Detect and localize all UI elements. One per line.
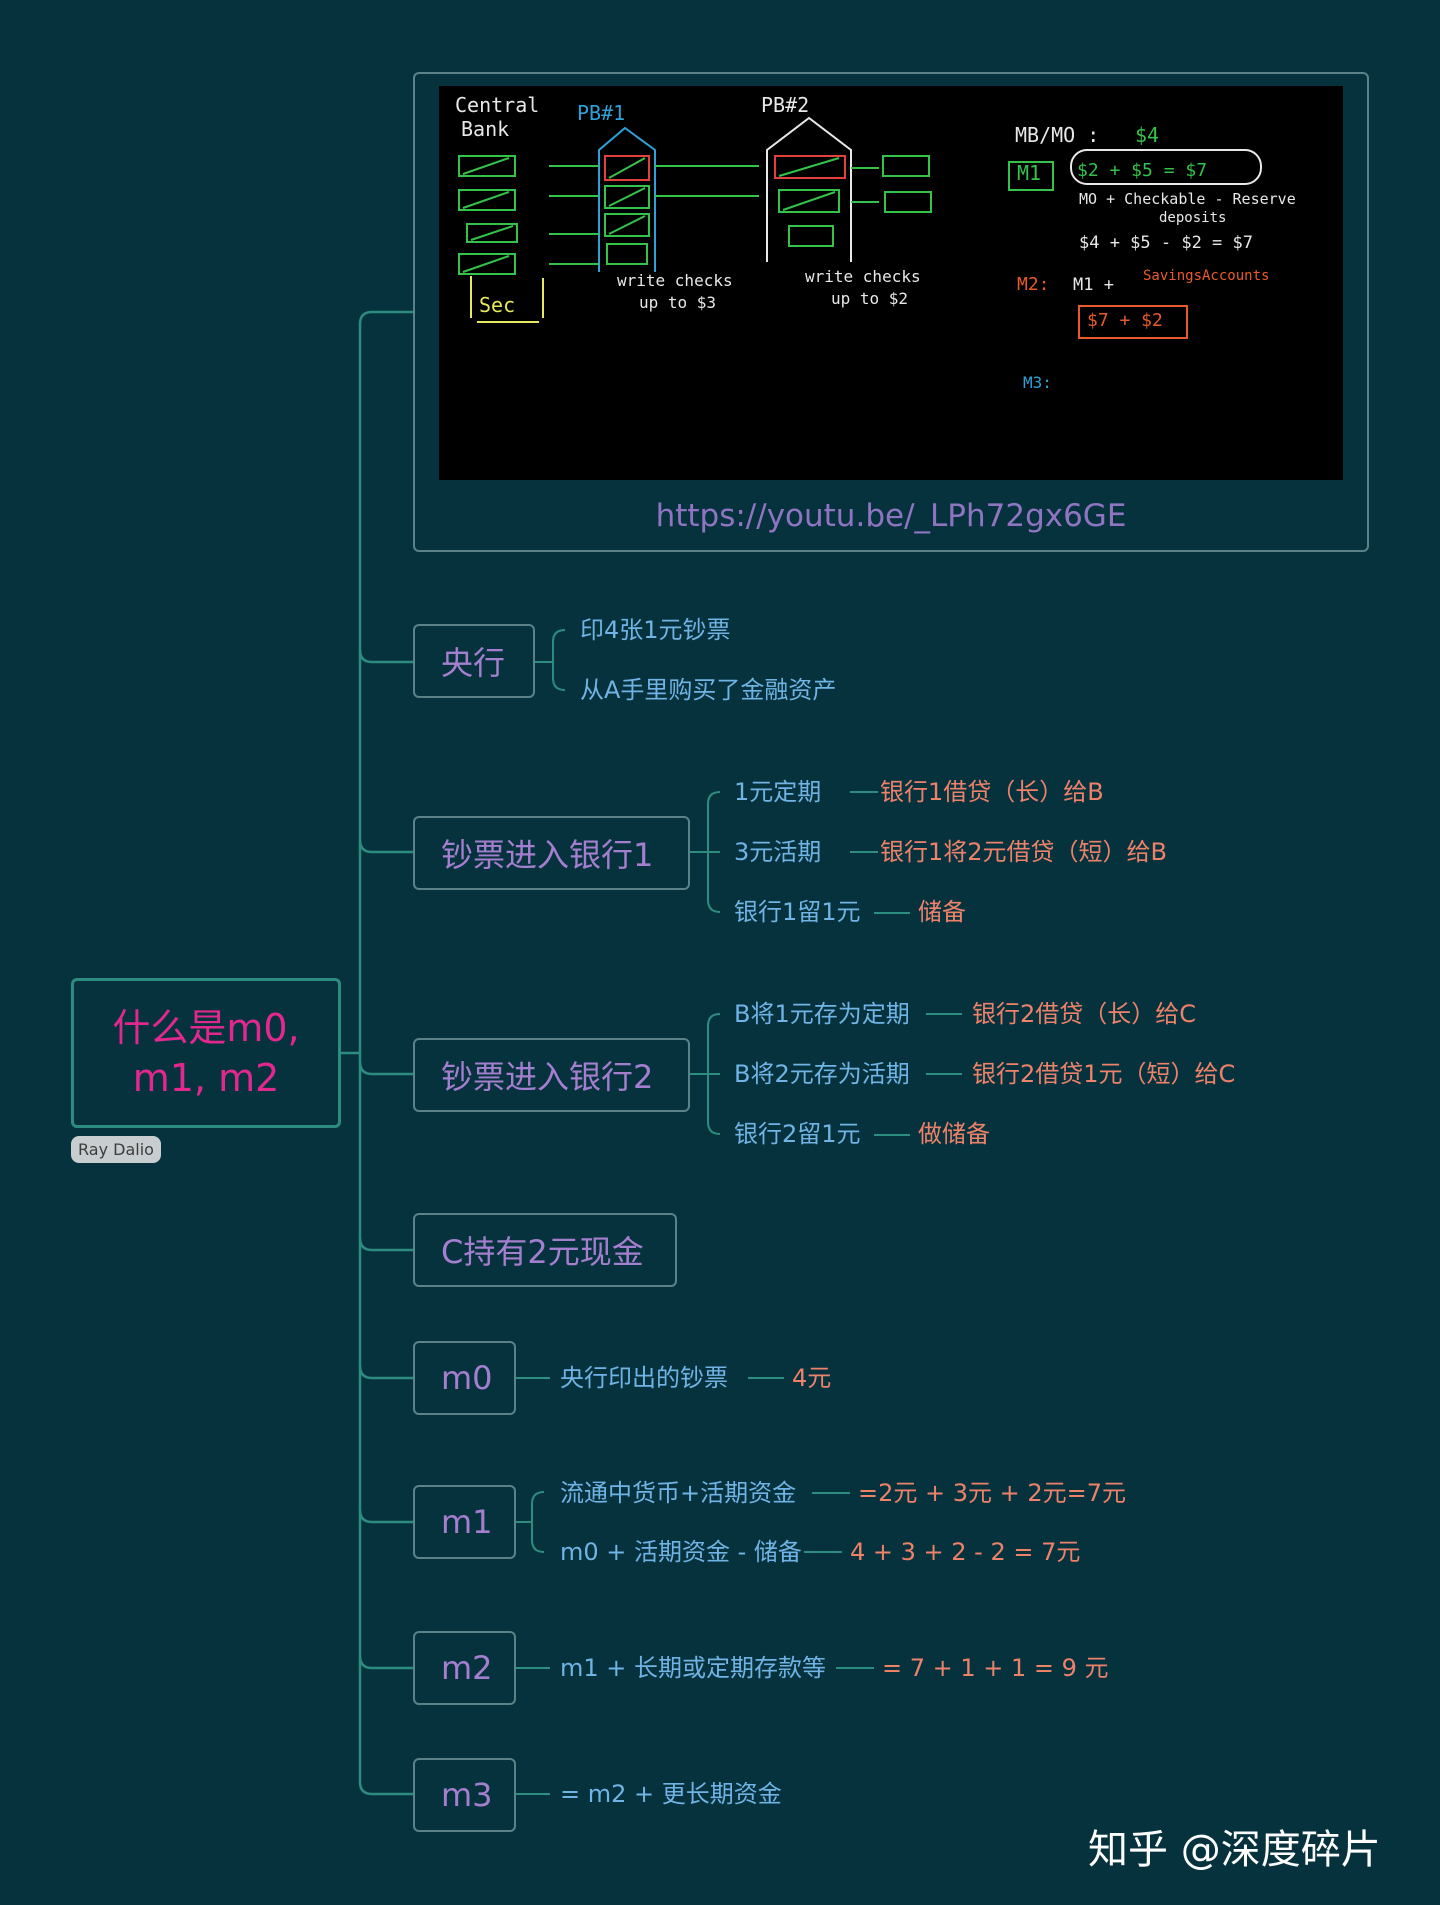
board-central-bank-line1: Central (455, 93, 539, 117)
node-m3[interactable]: m3 (413, 1758, 516, 1832)
bank1-row3-left: 银行1留1元 (734, 898, 861, 926)
board-note1-line1: write checks (617, 271, 733, 290)
board-note2-line1: write checks (805, 267, 921, 286)
node-central-bank[interactable]: 央行 (413, 624, 535, 698)
board-m2-label: M2: (1017, 274, 1050, 295)
board-central-bank-line2: Bank (461, 117, 509, 141)
root-node[interactable]: 什么是m0, m1, m2 (71, 978, 341, 1128)
bank2-row2-right: 银行2借贷1元（短）给C (972, 1060, 1236, 1088)
video-link[interactable]: https://youtu.be/_LPh72gx6GE (655, 498, 1127, 534)
node-bank2[interactable]: 钞票进入银行2 (413, 1038, 690, 1112)
zhihu-watermark: 知乎 @深度碎片 (1088, 1827, 1381, 1873)
m2-value: = 7 + 1 + 1 = 9 元 (882, 1654, 1109, 1682)
root-title-line2: m1, m2 (132, 1056, 280, 1100)
bank1-row1-right: 银行1借贷（长）给B (880, 778, 1104, 806)
central-bank-child-1: 印4张1元钞票 (580, 616, 731, 644)
board-sec: Sec (479, 293, 515, 317)
m3-definition: = m2 + 更长期资金 (560, 1780, 782, 1808)
bank2-row1-left: B将1元存为定期 (734, 1000, 910, 1028)
node-bank2-label: 钞票进入银行2 (441, 1058, 654, 1096)
board-note2-line2: up to $2 (831, 289, 908, 308)
m1-row1-left: 流通中货币+活期资金 (560, 1479, 797, 1507)
node-m1[interactable]: m1 (413, 1485, 516, 1559)
blackboard-drawing: Central Bank PB#1 PB#2 Sec write checks … (455, 93, 1296, 392)
author-badge: Ray Dalio (71, 1136, 161, 1163)
node-c-cash-label: C持有2元现金 (441, 1233, 644, 1271)
m0-definition: 央行印出的钞票 (560, 1364, 728, 1392)
board-m1-calc: $4 + $5 - $2 = $7 (1079, 233, 1253, 253)
bank2-row3-left: 银行2留1元 (734, 1120, 861, 1148)
node-m0-label: m0 (441, 1359, 493, 1397)
board-mb-value: $4 (1135, 123, 1159, 147)
node-m1-label: m1 (441, 1503, 493, 1541)
board-m1-formula-line2: deposits (1159, 210, 1226, 226)
bank2-row2-left: B将2元存为活期 (734, 1060, 910, 1088)
board-m2-eq: $7 + $2 (1087, 310, 1163, 331)
media-node[interactable] (413, 72, 1369, 552)
board-m1-formula-line1: MO + Checkable - Reserve (1079, 190, 1296, 208)
board-m1-eq: $2 + $5 = $7 (1077, 160, 1207, 181)
bank1-row2-left: 3元活期 (734, 838, 822, 866)
m2-definition: m1 + 长期或定期存款等 (560, 1654, 827, 1682)
bank2-row1-right: 银行2借贷（长）给C (972, 1000, 1197, 1028)
node-m3-label: m3 (441, 1776, 493, 1814)
m0-value: 4元 (792, 1364, 832, 1392)
node-bank1-label: 钞票进入银行1 (441, 836, 654, 874)
m1-row2-right: 4 + 3 + 2 - 2 = 7元 (850, 1538, 1081, 1566)
m1-row2-left: m0 + 活期资金 - 储备 (560, 1538, 802, 1566)
board-pb2: PB#2 (761, 93, 809, 117)
root-title-line1: 什么是m0, (112, 1006, 300, 1050)
bank1-row3-right: 储备 (918, 898, 966, 926)
node-m2-label: m2 (441, 1649, 493, 1687)
board-mb: MB/MO : (1015, 123, 1099, 147)
bank2-row3-right: 做储备 (918, 1120, 990, 1148)
board-m1-label: M1 (1017, 161, 1041, 185)
node-c-cash[interactable]: C持有2元现金 (413, 1213, 677, 1287)
board-m3-label: M3: (1023, 373, 1052, 392)
node-bank1[interactable]: 钞票进入银行1 (413, 816, 690, 890)
m1-row1-right: =2元 + 3元 + 2元=7元 (858, 1479, 1127, 1507)
board-note1-line2: up to $3 (639, 293, 716, 312)
node-m0[interactable]: m0 (413, 1341, 516, 1415)
board-m2-savings: SavingsAccounts (1143, 268, 1269, 284)
board-pb1: PB#1 (577, 101, 625, 125)
bank1-row1-left: 1元定期 (734, 778, 822, 806)
central-bank-child-2: 从A手里购买了金融资产 (580, 676, 837, 704)
bank1-row2-right: 银行1将2元借贷（短）给B (880, 838, 1168, 866)
board-m2-formula: M1 + (1073, 275, 1114, 295)
node-central-bank-label: 央行 (441, 644, 506, 682)
video-thumbnail[interactable]: Central Bank PB#1 PB#2 Sec write checks … (439, 86, 1343, 480)
node-m2[interactable]: m2 (413, 1631, 516, 1705)
